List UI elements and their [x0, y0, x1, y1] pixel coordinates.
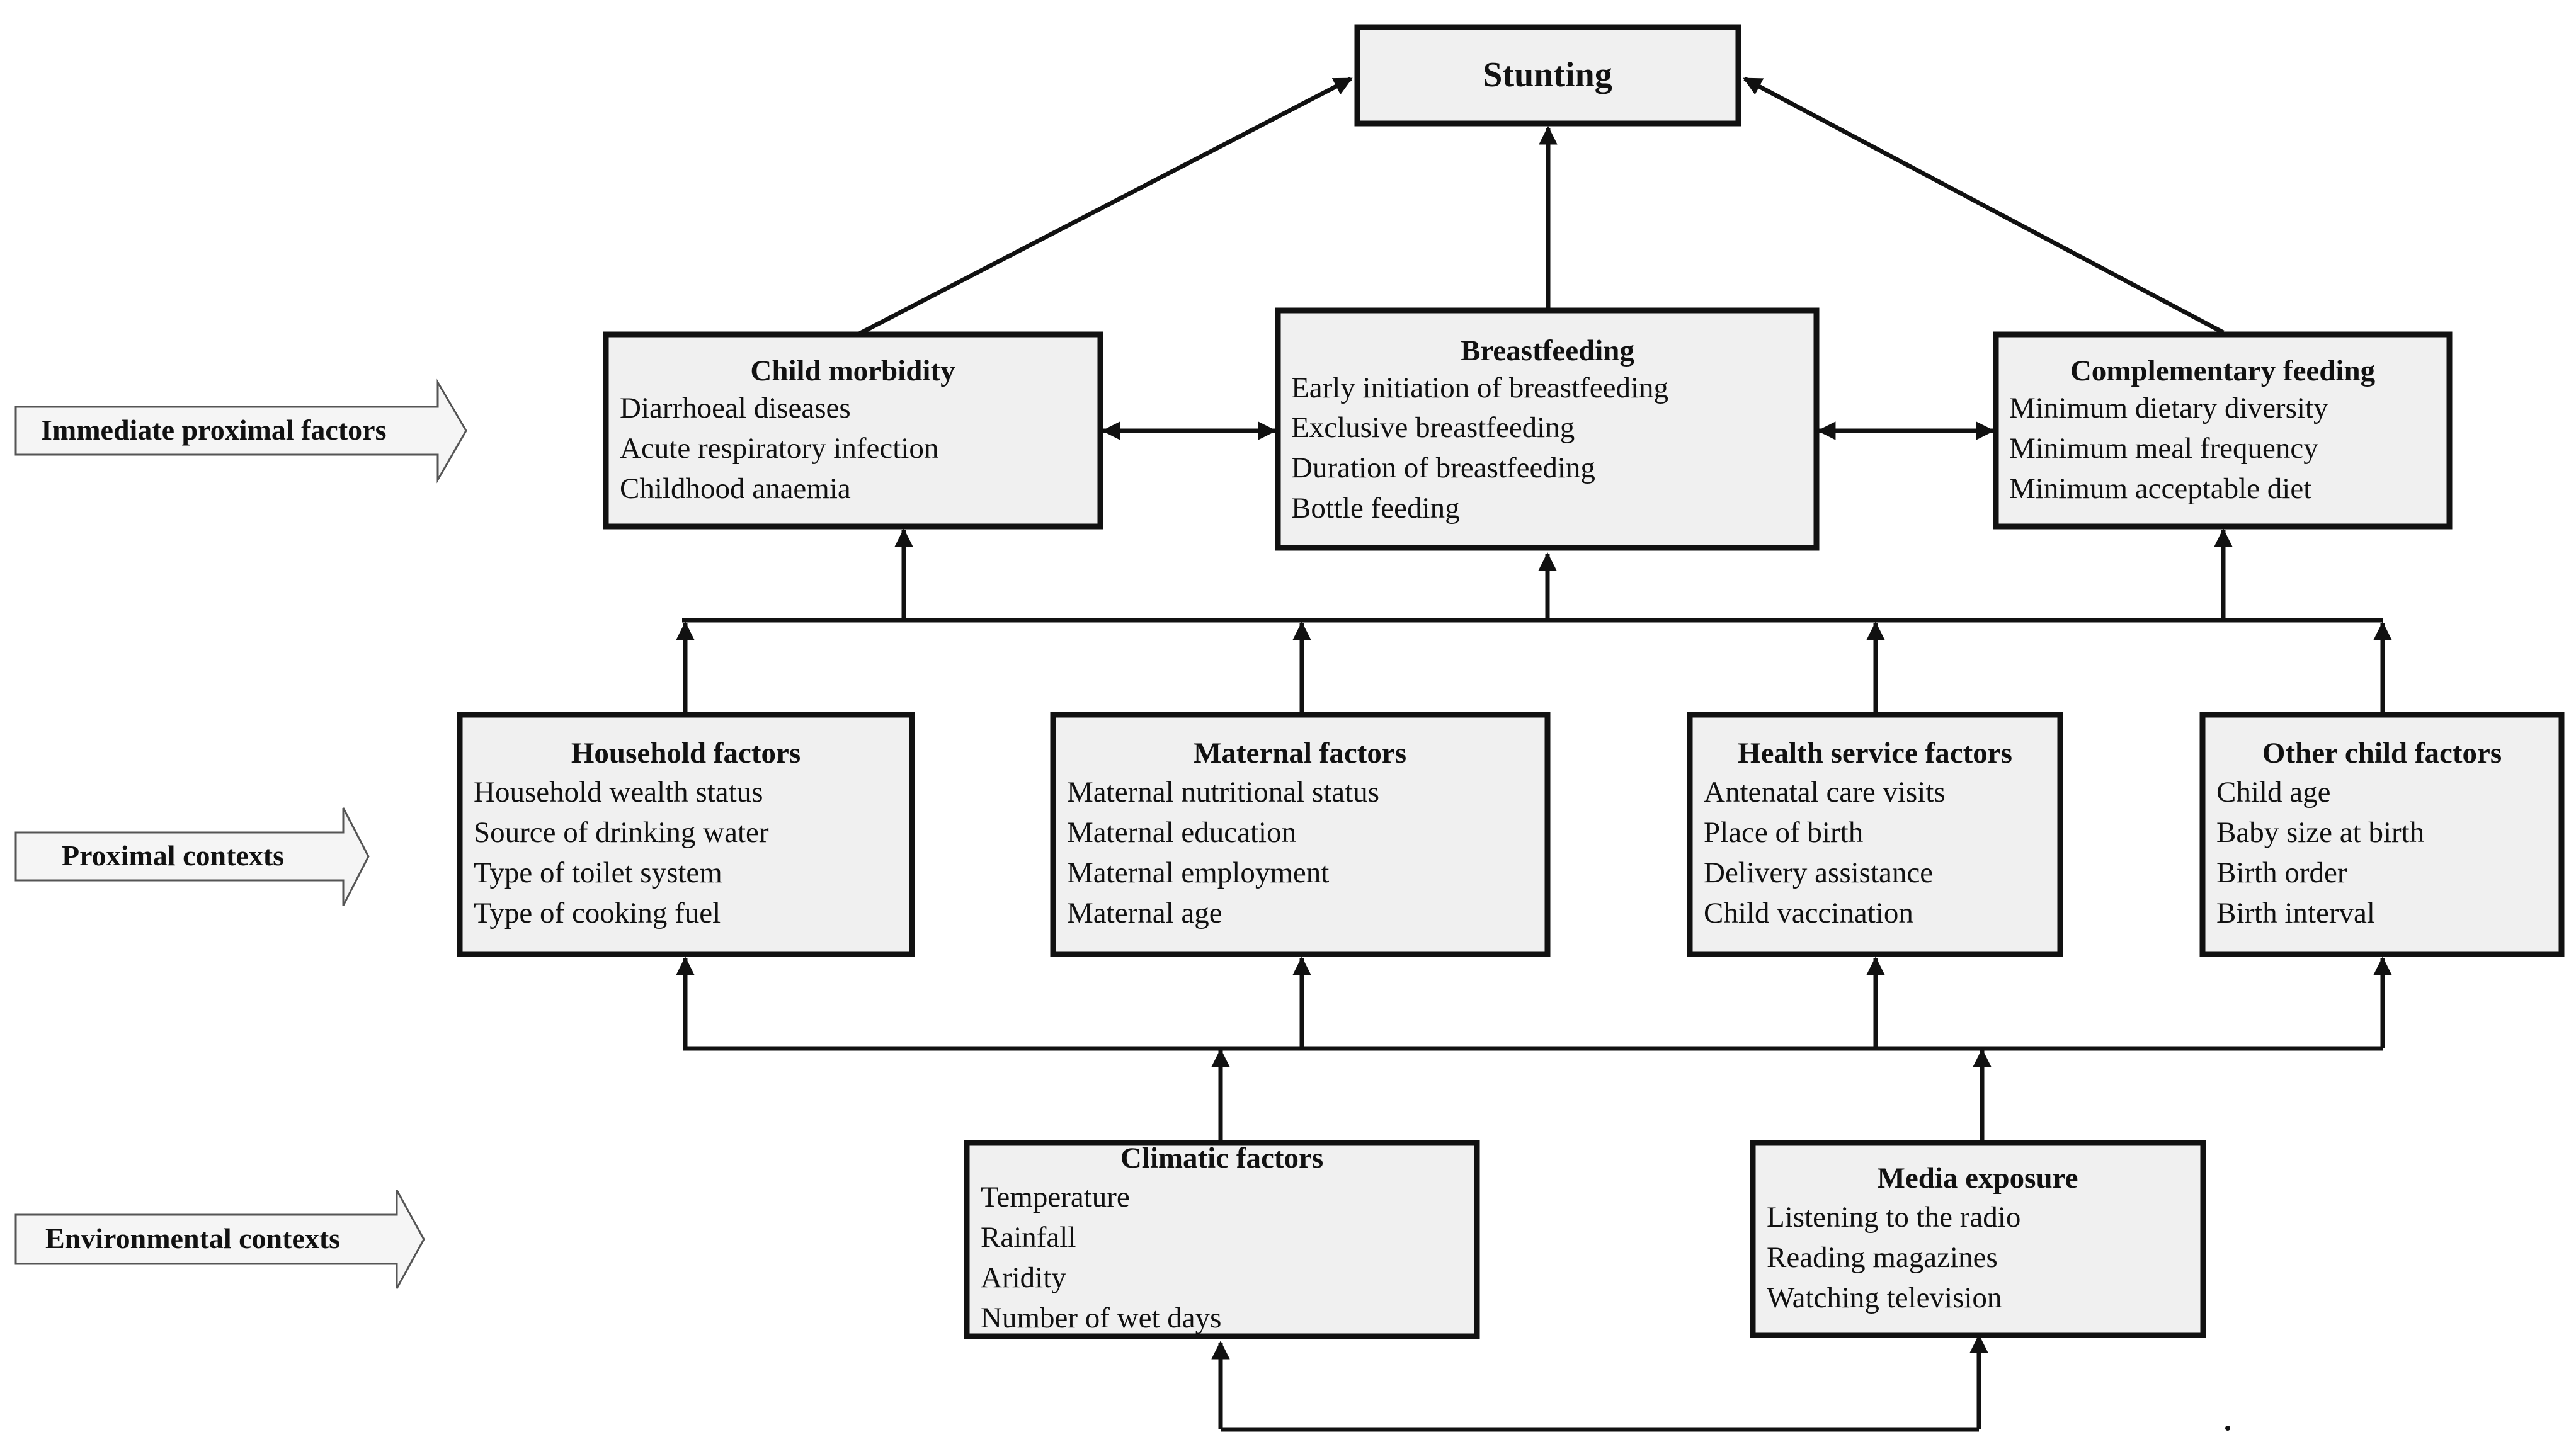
breastfeeding-title: Breastfeeding: [1461, 334, 1634, 367]
other-child-factors-box: Other child factors Child age Baby size …: [2199, 712, 2565, 957]
list-item: Type of cooking fuel: [474, 897, 721, 929]
list-item: Maternal education: [1067, 816, 1296, 849]
list-item: Aridity: [981, 1261, 1066, 1294]
list-item: Type of toilet system: [474, 856, 722, 889]
list-item: Duration of breastfeeding: [1291, 452, 1595, 484]
list-item: Minimum acceptable diet: [2009, 472, 2311, 505]
level-label-proximal: Proximal contexts: [14, 807, 370, 906]
level-label-immediate: Immediate proximal factors: [14, 378, 467, 484]
list-item: Birth order: [2216, 856, 2347, 889]
list-item: Baby size at birth: [2216, 816, 2424, 849]
media-exposure-box: Media exposure Listening to the radio Re…: [1750, 1140, 2206, 1338]
list-item: Maternal employment: [1067, 856, 1329, 889]
health-service-factors-box: Health service factors Antenatal care vi…: [1687, 712, 2063, 957]
list-item: Diarrhoeal diseases: [620, 392, 851, 424]
level-label-environmental: Environmental contexts: [14, 1190, 425, 1289]
household-factors-box: Household factors Household wealth statu…: [457, 712, 915, 957]
list-item: Household wealth status: [474, 776, 763, 809]
arrow-complementary-to-stunting: [1743, 76, 2225, 335]
list-item: Early initiation of breastfeeding: [1291, 372, 1668, 404]
household-factors-title: Household factors: [571, 737, 801, 770]
list-item: Antenatal care visits: [1704, 776, 1946, 809]
complementary-feeding-title: Complementary feeding: [2070, 355, 2376, 387]
level-label-proximal-text: Proximal contexts: [62, 839, 284, 872]
arrow-morbidity-to-stunting: [858, 76, 1353, 336]
level-label-environmental-text: Environmental contexts: [45, 1222, 340, 1254]
list-item: Listening to the radio: [1767, 1201, 2020, 1234]
complementary-feeding-box: Complementary feeding Minimum dietary di…: [1993, 331, 2453, 530]
list-item: Childhood anaemia: [620, 472, 851, 505]
stunting-title: Stunting: [1483, 55, 1612, 94]
media-exposure-title: Media exposure: [1878, 1162, 2078, 1195]
list-item: Place of birth: [1704, 816, 1863, 849]
health-service-factors-title: Health service factors: [1738, 737, 2012, 770]
maternal-factors-title: Maternal factors: [1194, 737, 1406, 770]
list-item: Maternal age: [1067, 897, 1222, 929]
list-item: Delivery assistance: [1704, 856, 1933, 889]
list-item: Reading magazines: [1767, 1241, 1998, 1274]
connector-lines: [676, 76, 2392, 1432]
list-item: Source of drinking water: [474, 816, 769, 849]
list-item: Minimum meal frequency: [2009, 432, 2318, 465]
stunting-box: Stunting: [1354, 24, 1741, 127]
list-item: Maternal nutritional status: [1067, 776, 1379, 809]
list-item: Number of wet days: [981, 1302, 1221, 1334]
climatic-factors-title: Climatic factors: [1120, 1142, 1323, 1174]
list-item: Exclusive breastfeeding: [1291, 411, 1575, 444]
list-item: Minimum dietary diversity: [2009, 392, 2328, 424]
list-item: Child vaccination: [1704, 897, 1913, 929]
list-item: Bottle feeding: [1291, 492, 1460, 525]
maternal-factors-box: Maternal factors Maternal nutritional st…: [1050, 712, 1551, 957]
child-morbidity-box: Child morbidity Diarrhoeal diseases Acut…: [603, 331, 1103, 530]
breastfeeding-box: Breastfeeding Early initiation of breast…: [1275, 307, 1820, 551]
list-item: Birth interval: [2216, 897, 2375, 929]
list-item: Watching television: [1767, 1281, 2002, 1314]
level-label-immediate-text: Immediate proximal factors: [41, 414, 386, 446]
list-item: Rainfall: [981, 1221, 1076, 1254]
climatic-factors-box: Climatic factors Temperature Rainfall Ar…: [964, 1140, 1480, 1339]
list-item: Temperature: [981, 1181, 1130, 1213]
child-morbidity-title: Child morbidity: [750, 355, 955, 387]
other-child-factors-title: Other child factors: [2262, 737, 2502, 770]
list-item: Acute respiratory infection: [620, 432, 938, 465]
list-item: Child age: [2216, 776, 2330, 809]
stray-dot: [2225, 1426, 2230, 1431]
